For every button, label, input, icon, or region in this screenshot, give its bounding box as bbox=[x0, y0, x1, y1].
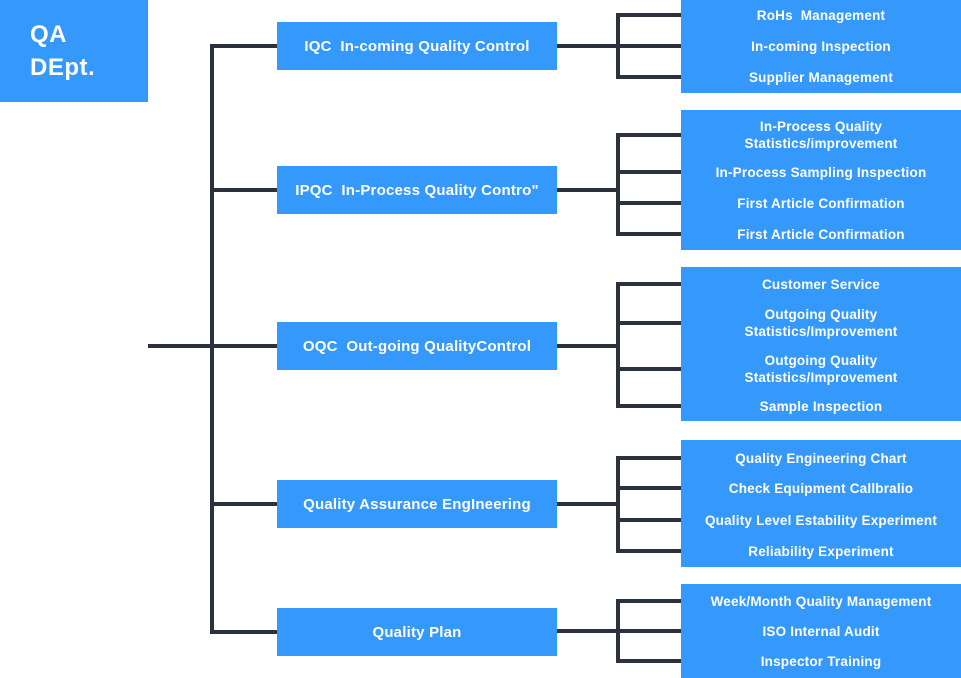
stub-oqc-4 bbox=[616, 404, 681, 408]
leaf-item: RoHs Management bbox=[756, 7, 886, 23]
leaf-item: Reliability Experiment bbox=[748, 543, 894, 559]
leaf-group-quality-plan: Week/Month Quality Management ISO Intern… bbox=[681, 584, 961, 678]
bracket-qae bbox=[616, 456, 620, 553]
connector-spine-to-iqc bbox=[210, 44, 277, 48]
stub-iqc-2 bbox=[616, 44, 681, 48]
leaf-item: In-coming Inspection bbox=[751, 38, 891, 54]
stub-oqc-3 bbox=[616, 367, 681, 371]
leaf-item: First Article Confirmation bbox=[737, 226, 905, 242]
connector-spine bbox=[210, 44, 214, 634]
leaf-item: Sample Inspection bbox=[759, 398, 883, 414]
connector-root-to-spine bbox=[148, 344, 277, 348]
leaf-item: Quality Level Estability Experiment bbox=[704, 512, 938, 528]
leaf-item: First Article Confirmation bbox=[737, 195, 905, 211]
branch-node-qa-engineering: Quality Assurance EngIneering bbox=[277, 480, 557, 528]
branch-node-ipqc: IPQC In-Process Quality Contro" bbox=[277, 166, 557, 214]
stub-qae-1 bbox=[616, 456, 681, 460]
stub-ipqc-3 bbox=[616, 201, 681, 205]
stub-plan-2 bbox=[616, 629, 681, 633]
stub-iqc-1 bbox=[616, 13, 681, 17]
leaf-item: Check Equipment Callbralio bbox=[728, 480, 914, 496]
bracket-oqc bbox=[616, 282, 620, 408]
leaf-item: ISO Internal Audit bbox=[762, 623, 880, 639]
connector-oqc-to-bracket bbox=[557, 344, 620, 348]
stub-plan-1 bbox=[616, 599, 681, 603]
stub-qae-3 bbox=[616, 518, 681, 522]
root-node-qa-dept: QA DEpt. bbox=[0, 0, 148, 102]
stub-oqc-2 bbox=[616, 321, 681, 325]
leaf-item: Customer Service bbox=[761, 276, 880, 292]
leaf-item: Inspector Training bbox=[760, 653, 882, 669]
leaf-item: Outgoing Quality Statistics/Improvement bbox=[744, 353, 898, 385]
leaf-item: In-Process Sampling Inspection bbox=[715, 164, 927, 180]
stub-ipqc-2 bbox=[616, 170, 681, 174]
stub-ipqc-4 bbox=[616, 232, 681, 236]
leaf-item: In-Process Quality Statistics/improvemen… bbox=[744, 119, 898, 151]
branch-node-label: IQC In-coming Quality Control bbox=[304, 37, 530, 55]
stub-qae-4 bbox=[616, 549, 681, 553]
branch-node-label: Quality Plan bbox=[372, 623, 462, 641]
branch-node-iqc: IQC In-coming Quality Control bbox=[277, 22, 557, 70]
connector-plan-to-bracket bbox=[557, 629, 620, 633]
leaf-item: Outgoing Quality Statistics/Improvement bbox=[744, 307, 898, 339]
branch-node-oqc: OQC Out-going QualityControl bbox=[277, 322, 557, 370]
stub-plan-3 bbox=[616, 659, 681, 663]
stub-qae-2 bbox=[616, 486, 681, 490]
branch-node-quality-plan: Quality Plan bbox=[277, 608, 557, 656]
connector-spine-to-ipqc bbox=[210, 188, 277, 192]
connector-qae-to-bracket bbox=[557, 502, 620, 506]
root-node-label: QA DEpt. bbox=[30, 21, 96, 81]
connector-spine-to-qae bbox=[210, 502, 277, 506]
leaf-group-ipqc: In-Process Quality Statistics/improvemen… bbox=[681, 110, 961, 250]
connector-ipqc-to-bracket bbox=[557, 188, 620, 192]
connector-iqc-to-bracket bbox=[557, 44, 620, 48]
bracket-ipqc bbox=[616, 133, 620, 236]
leaf-item: Supplier Management bbox=[748, 69, 894, 85]
leaf-group-iqc: RoHs Management In-coming Inspection Sup… bbox=[681, 0, 961, 93]
stub-oqc-1 bbox=[616, 282, 681, 286]
leaf-item: Quality Engineering Chart bbox=[735, 450, 907, 466]
leaf-group-oqc: Customer Service Outgoing Quality Statis… bbox=[681, 267, 961, 421]
branch-node-label: OQC Out-going QualityControl bbox=[302, 337, 532, 355]
branch-node-label: Quality Assurance EngIneering bbox=[303, 495, 531, 513]
leaf-group-qa-engineering: Quality Engineering Chart Check Equipmen… bbox=[681, 440, 961, 567]
stub-iqc-3 bbox=[616, 75, 681, 79]
stub-ipqc-1 bbox=[616, 133, 681, 137]
branch-node-label: IPQC In-Process Quality Contro" bbox=[295, 181, 539, 199]
leaf-item: Week/Month Quality Management bbox=[710, 593, 932, 609]
connector-spine-to-plan bbox=[210, 630, 277, 634]
